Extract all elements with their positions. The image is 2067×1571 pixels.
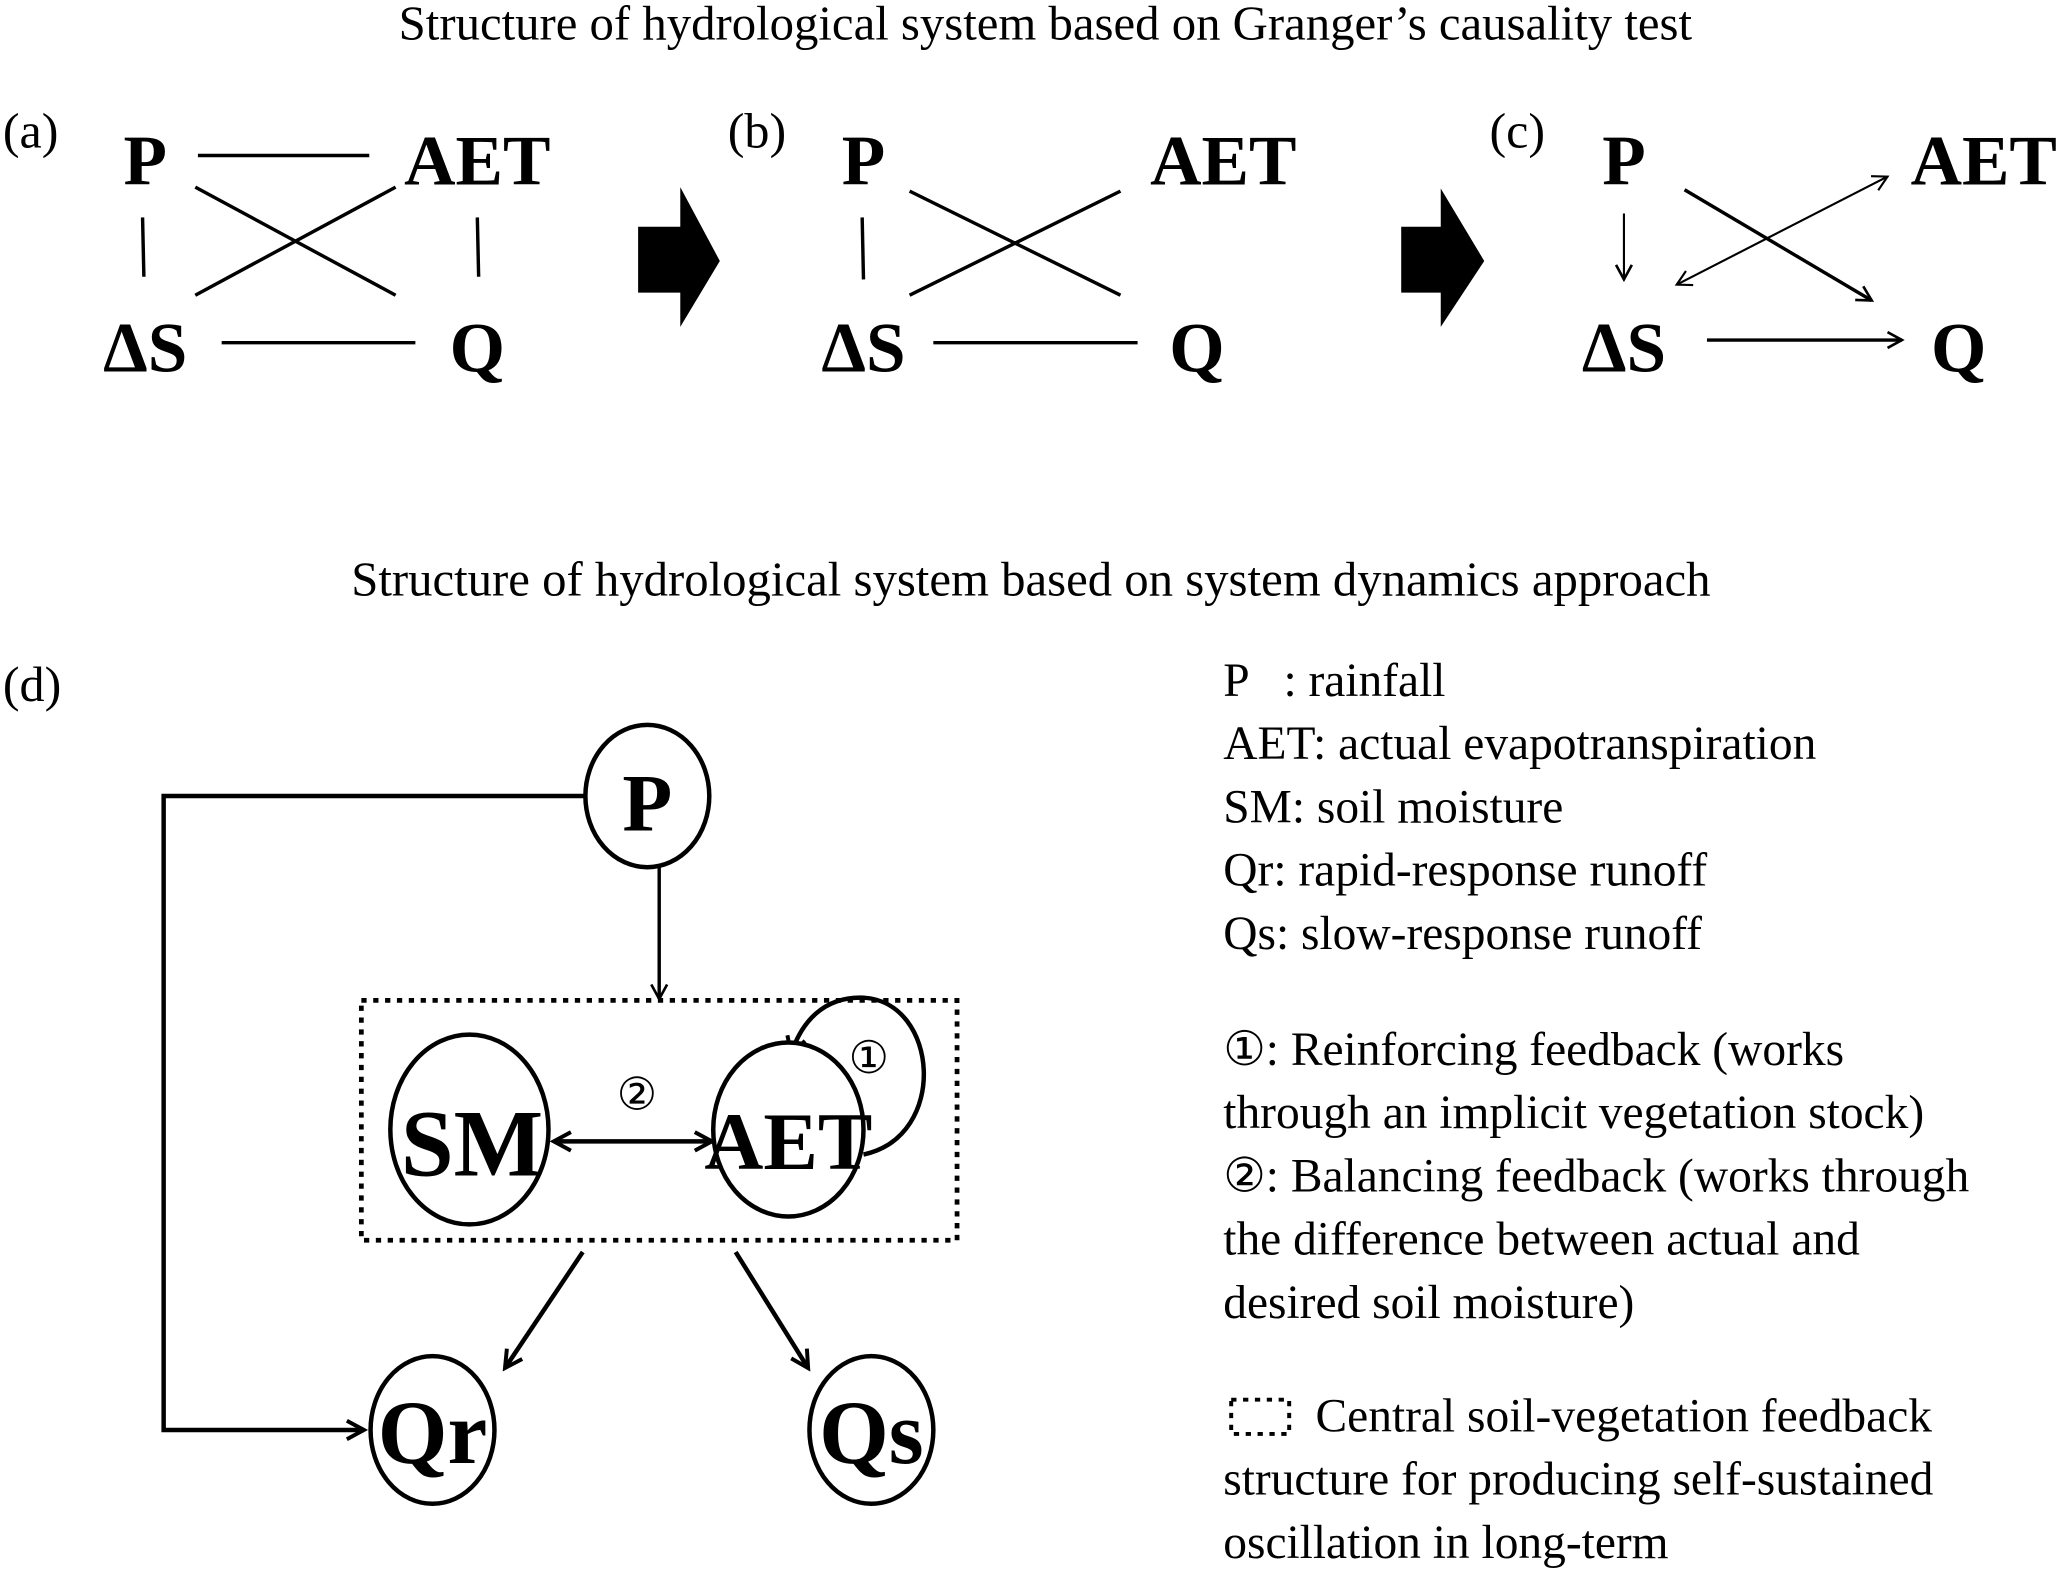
node-q: Q [450, 310, 505, 388]
legend-feedback: the difference between actual and [1223, 1214, 1860, 1266]
arrow-p-q [1683, 188, 1872, 302]
node-aet: AET [1150, 123, 1296, 201]
link-aet-q [475, 217, 481, 277]
node-p: P [583, 722, 712, 870]
block-arrow-icon [638, 187, 720, 327]
panel-label-a: (a) [3, 103, 59, 159]
panel-d: (d) P SM AET Qr Qs ① ② [3, 656, 960, 1507]
node-aet-label: AET [704, 1096, 872, 1187]
legend-box: structure for producing self-sustained [1223, 1454, 1933, 1506]
legend-abbrev: P : rainfall [1223, 655, 1445, 707]
legend-abbrev: AET: actual evapotranspiration [1223, 718, 1816, 770]
node-delta-s: ΔS [821, 310, 905, 388]
legend-feedback: desired soil moisture) [1223, 1277, 1634, 1329]
panel-b: (b) P AET ΔS Q [728, 103, 1297, 388]
node-delta-s: ΔS [103, 310, 187, 388]
arrow-box-qs [733, 1250, 808, 1368]
panel-a: (a) P AET ΔS Q [3, 103, 551, 388]
legend-abbrev: Qs: slow-response runoff [1223, 908, 1702, 960]
marker-reinforcing: ① [849, 1033, 889, 1083]
panel-label-c: (c) [1490, 103, 1546, 159]
panel-label-b: (b) [728, 103, 786, 159]
node-sm-label: SM [401, 1091, 543, 1197]
node-aet: AET [704, 1040, 872, 1219]
block-arrow-icon [1401, 188, 1485, 327]
node-qs: Qs [807, 1353, 936, 1507]
node-sm: SM [388, 1032, 551, 1227]
self-loop-aet [791, 995, 927, 1157]
legend-abbrev: Qr: rapid-response runoff [1223, 845, 1707, 897]
node-qr-label: Qr [378, 1384, 487, 1483]
legend: P : rainfall AET: actual evapotranspirat… [1223, 655, 1969, 1569]
title-granger: Structure of hydrological system based o… [399, 0, 1693, 51]
legend-box: Central soil-vegetation feedback [1316, 1390, 1933, 1442]
link-ds-aet [194, 185, 397, 297]
node-aet: AET [1911, 123, 2057, 201]
arrow-ds-aet-bidirectional [1674, 175, 1890, 287]
node-q: Q [1931, 310, 1986, 388]
title-system-dynamics: Structure of hydrological system based o… [351, 553, 1710, 607]
marker-balancing: ② [617, 1070, 657, 1120]
node-delta-s: ΔS [1582, 310, 1666, 388]
node-p: P [1602, 123, 1645, 201]
panel-label-d: (d) [3, 656, 61, 712]
arrow-p-qr [161, 793, 586, 1430]
legend-box: oscillation in long-term [1223, 1517, 1668, 1569]
legend-abbrev: SM: soil moisture [1223, 781, 1563, 833]
node-qs-label: Qs [819, 1384, 924, 1483]
legend-feedback: through an implicit vegetation stock) [1223, 1087, 1924, 1139]
node-qr: Qr [368, 1353, 497, 1507]
node-aet: AET [404, 123, 550, 201]
node-p-label: P [622, 757, 672, 848]
link-ds-aet [908, 189, 1122, 297]
node-p: P [123, 123, 166, 201]
arrow-box-qr [505, 1250, 585, 1368]
link-p-ds [860, 217, 866, 280]
legend-feedback: ②: Balancing feedback (works through [1223, 1150, 1969, 1202]
node-p: P [842, 123, 885, 201]
dotted-box-icon [1229, 1397, 1292, 1436]
legend-feedback: ①: Reinforcing feedback (works [1223, 1024, 1844, 1076]
node-q: Q [1169, 310, 1224, 388]
panel-c: (c) P AET ΔS Q [1490, 103, 2057, 388]
link-p-ds [140, 217, 146, 277]
